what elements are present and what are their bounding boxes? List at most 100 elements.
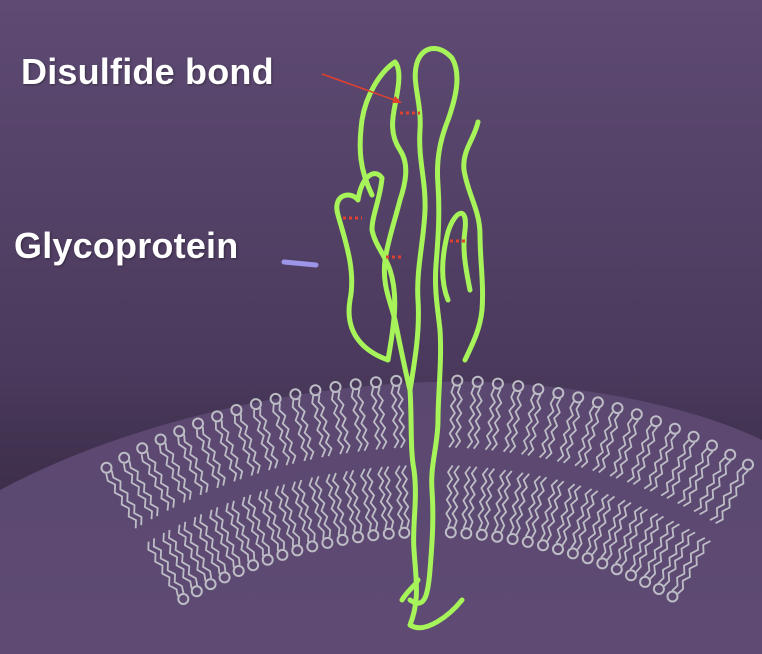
- lipid-tail: [643, 520, 675, 577]
- lipid-tail: [576, 490, 599, 551]
- lipid-head-icon: [625, 569, 637, 582]
- lipid-tail: [342, 470, 357, 534]
- lipid-outer-leaflet: [609, 408, 643, 479]
- lipid-head-icon: [154, 433, 167, 446]
- lipid-inner-leaflet: [274, 484, 304, 557]
- lipid-tail: [146, 451, 175, 508]
- lipid-head-icon: [611, 402, 624, 415]
- lipid-outer-leaflet: [309, 384, 333, 458]
- lipid-tail: [377, 386, 388, 450]
- lipid-tail: [199, 514, 227, 572]
- lipid-tail: [240, 413, 261, 474]
- lipid-head-icon: [666, 590, 679, 603]
- lipid-head-icon: [289, 388, 302, 401]
- lipid-head-icon: [136, 442, 149, 455]
- lipid-head-icon: [177, 593, 190, 605]
- lipid-tail: [660, 439, 690, 497]
- lipid-tail: [493, 469, 507, 532]
- lipid-tail: [220, 420, 244, 480]
- lipid-outer-leaflet: [118, 451, 159, 520]
- lipid-head-icon: [552, 387, 565, 399]
- lipid-head-icon: [173, 425, 186, 438]
- lipid-outer-leaflet: [173, 425, 209, 496]
- lipid-head-icon: [190, 585, 203, 598]
- lipid-tail: [561, 485, 582, 546]
- lipid-head-icon: [309, 384, 322, 397]
- lipid-tail: [509, 391, 522, 454]
- lipid-tail: [314, 475, 332, 538]
- lipid-tail: [183, 521, 213, 579]
- lipid-head-icon: [742, 458, 754, 471]
- lipid-inner-leaflet: [162, 529, 203, 598]
- lipid-outer-leaflet: [592, 402, 624, 474]
- protein-strand-right: [461, 119, 486, 363]
- lipid-inner-leaflet: [652, 528, 696, 595]
- lipid-tail: [715, 469, 749, 524]
- lipid-inner-leaflet: [639, 520, 680, 588]
- lipid-head-icon: [118, 451, 131, 464]
- lipid-tail: [394, 465, 404, 529]
- lipid-tail: [401, 465, 410, 528]
- lipid-tail: [657, 528, 690, 584]
- lipid-head-icon: [329, 381, 342, 393]
- lipid-tail: [258, 491, 279, 552]
- lipid-inner-leaflet: [444, 464, 460, 539]
- lipid-tail: [325, 473, 341, 536]
- lipid-tail: [264, 489, 285, 550]
- lipid-tail: [499, 470, 513, 533]
- lipid-tail: [377, 466, 388, 530]
- lipid-tail: [709, 466, 744, 521]
- lipid-outer-leaflet: [136, 442, 175, 511]
- lipid-tail: [445, 464, 454, 528]
- lipid-head-icon: [249, 398, 262, 411]
- lipid-outer-leaflet: [269, 392, 297, 466]
- lipid-outer-leaflet: [693, 448, 737, 516]
- lipid-tail: [677, 447, 708, 505]
- lipid-tail: [360, 468, 372, 531]
- lipid-outer-leaflet: [677, 439, 718, 507]
- lipid-head-icon: [232, 565, 245, 577]
- lipid-tail: [231, 500, 256, 560]
- lipid-tail: [515, 473, 530, 536]
- lipid-tail: [527, 394, 542, 457]
- lipid-outer-leaflet: [626, 415, 662, 486]
- lipid-tail: [615, 506, 643, 564]
- lipid-tail: [349, 469, 363, 533]
- lipid-outer-leaflet: [390, 374, 406, 449]
- lipid-tail: [649, 434, 677, 492]
- lipid-bilayer: [100, 374, 754, 605]
- lipid-head-icon: [491, 377, 504, 390]
- lipid-tail: [214, 422, 238, 482]
- lipid-tail: [140, 454, 170, 511]
- lipid-tail: [467, 466, 478, 529]
- lipid-head-icon: [552, 543, 564, 556]
- lipid-inner-leaflet: [537, 479, 565, 552]
- lipid-head-icon: [687, 430, 700, 443]
- lipid-outer-leaflet: [249, 398, 279, 471]
- lipid-tail: [451, 465, 460, 528]
- lipid-outer-leaflet: [211, 410, 244, 482]
- protein-strand-right-inner: [440, 210, 473, 303]
- lipid-tail: [183, 434, 209, 493]
- lipid-tail: [105, 473, 137, 529]
- lipid-outer-leaflet: [660, 430, 700, 500]
- lipid-inner-leaflet: [193, 514, 231, 584]
- lipid-tail: [196, 429, 220, 489]
- lipid-inner-leaflet: [308, 475, 334, 549]
- disulfide-pointer-arrow: [321, 73, 398, 102]
- lipid-tail: [357, 388, 369, 452]
- lipid-tail: [609, 417, 633, 477]
- lipid-tail: [693, 457, 726, 513]
- lipid-tail: [272, 404, 290, 466]
- lipid-tail: [241, 496, 264, 557]
- lipid-tail: [164, 442, 192, 500]
- lipid-tail: [649, 523, 680, 580]
- lipid-head-icon: [192, 417, 204, 430]
- lipid-inner-leaflet: [394, 465, 411, 539]
- lipid-tail: [472, 386, 483, 450]
- lipid-tail: [461, 465, 472, 529]
- lipid-inner-leaflet: [360, 467, 380, 542]
- lipid-inner-leaflet: [596, 499, 632, 570]
- lipid-tail: [274, 485, 294, 547]
